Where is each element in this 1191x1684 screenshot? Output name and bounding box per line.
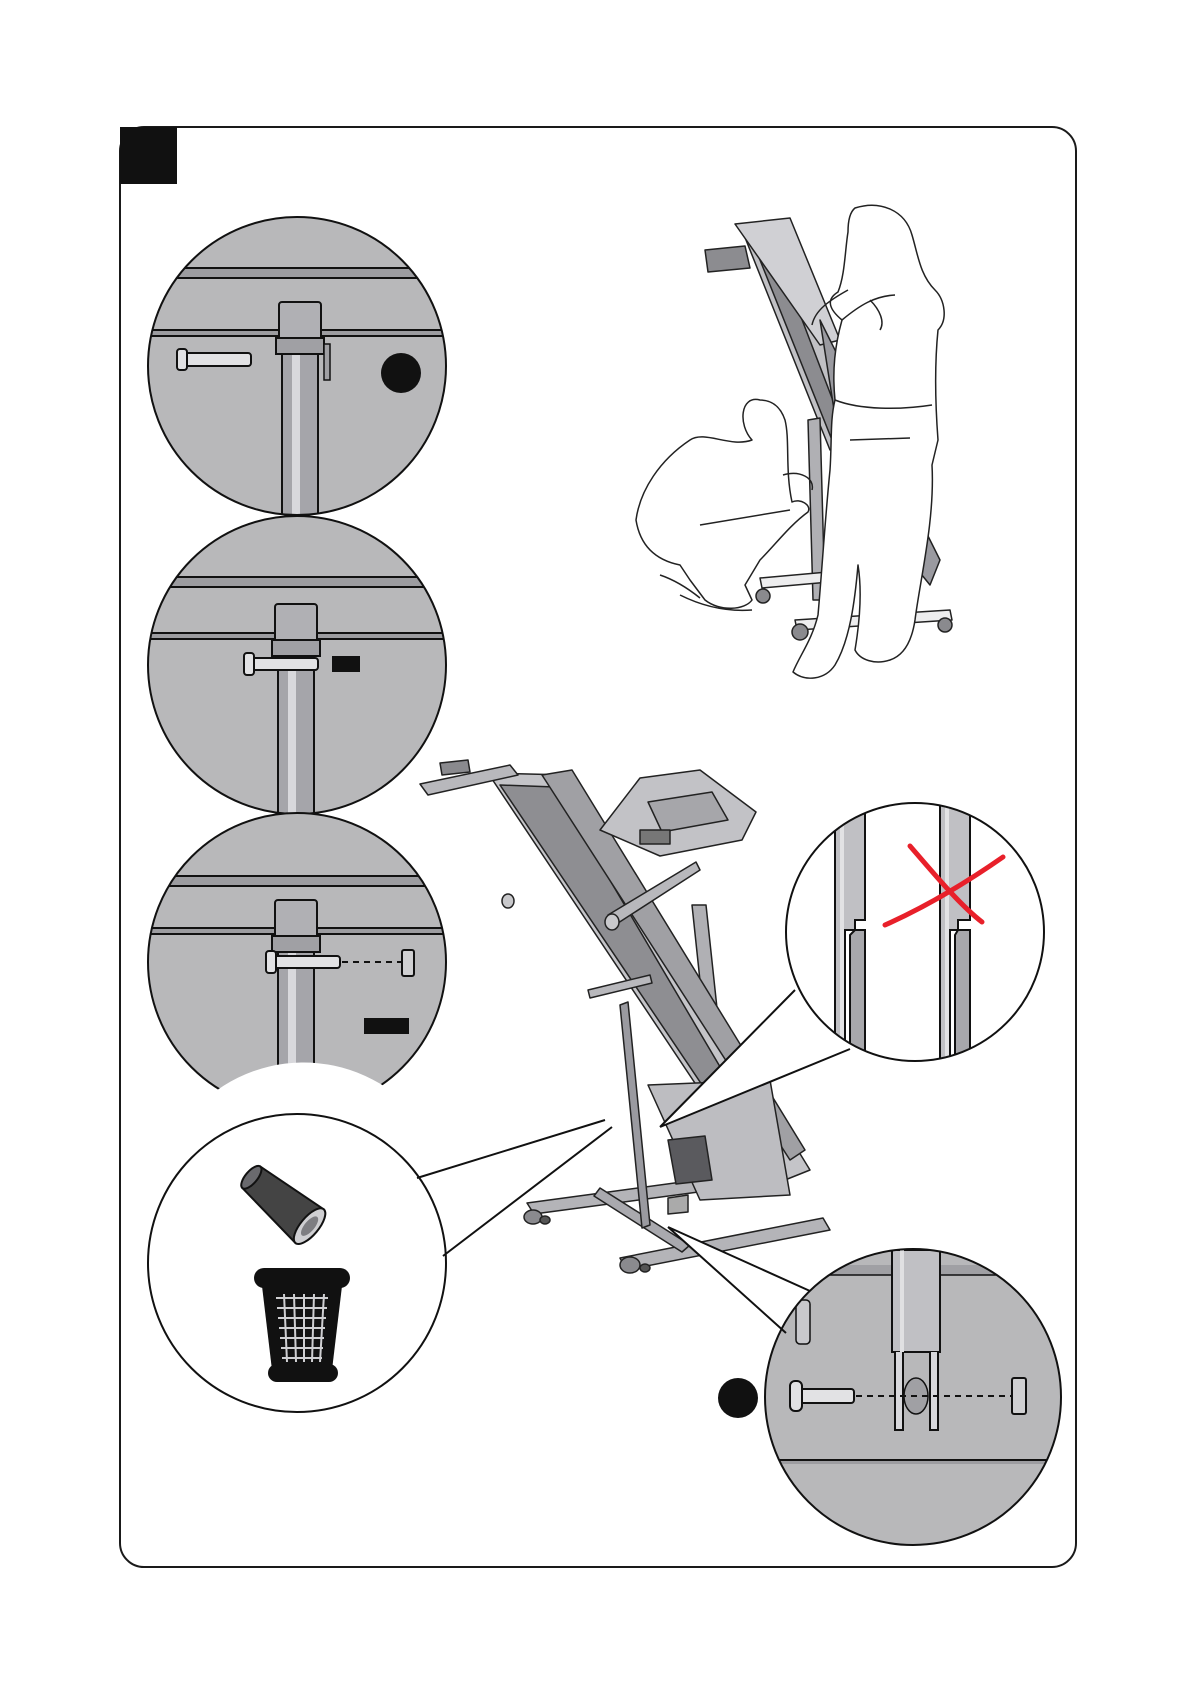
people-folding-treadmill xyxy=(636,205,952,678)
step-number-box xyxy=(120,127,177,184)
detail-circle-pin-inserted xyxy=(140,516,460,825)
detail-circle-pin-removed xyxy=(140,217,460,520)
callout-dot-icon xyxy=(718,1378,758,1418)
nut-icon xyxy=(402,950,414,976)
detail-circle-bottom-bolt xyxy=(668,1227,1080,1545)
detail-circle-parts xyxy=(148,1056,612,1412)
callout-dot-icon xyxy=(381,353,421,393)
pin-icon xyxy=(185,353,251,366)
